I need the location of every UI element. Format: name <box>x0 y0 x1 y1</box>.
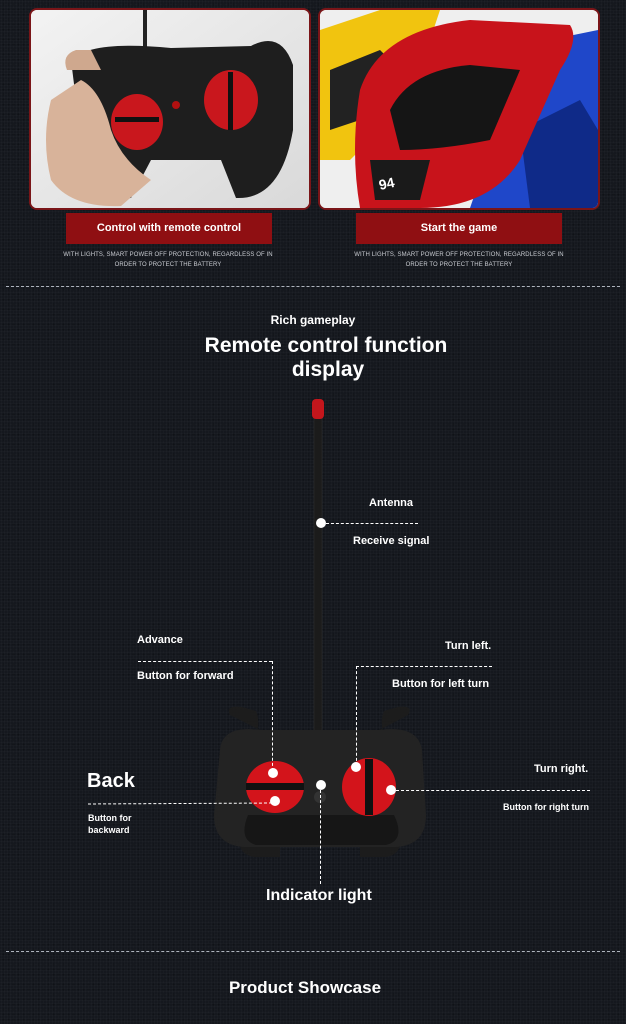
section-kicker: Rich gameplay <box>270 313 356 327</box>
divider-bottom <box>6 951 620 952</box>
left-line-v <box>356 666 357 766</box>
car-number: 94 <box>377 174 396 193</box>
right-line <box>396 790 590 791</box>
forward-line-v <box>272 661 273 771</box>
left-line-h <box>356 666 492 667</box>
advance-label: Advance <box>137 634 183 646</box>
forward-button-label: Button for forward <box>137 670 234 682</box>
antenna-line <box>326 523 418 524</box>
caption-right: WITH LIGHTS, SMART POWER OFF PROTECTION,… <box>354 252 564 268</box>
remote-in-hand-image <box>31 10 309 208</box>
product-showcase-title: Product Showcase <box>228 978 382 997</box>
back-label: Back <box>87 770 135 792</box>
cars-photo: 94 <box>318 8 600 210</box>
backward-button-label-2: backward <box>88 825 130 835</box>
antenna-label: Antenna <box>369 497 413 509</box>
section-title-line2: display <box>291 358 365 381</box>
section-title-line1: Remote control function <box>204 334 448 357</box>
turn-right-label: Turn right. <box>534 763 589 775</box>
backward-button-label-1: Button for <box>88 813 132 823</box>
label-start-game: Start the game <box>356 213 562 244</box>
race-cars-image: 94 <box>320 10 598 208</box>
label-control-remote: Control with remote control <box>66 213 272 244</box>
divider-top <box>6 286 620 287</box>
indicator-light-label: Indicator light <box>266 887 372 904</box>
receive-signal-label: Receive signal <box>353 535 430 547</box>
left-turn-marker <box>351 762 361 772</box>
forward-marker <box>268 768 278 778</box>
indicator-line <box>320 790 321 884</box>
right-turn-marker <box>386 785 396 795</box>
indicator-marker <box>316 780 326 790</box>
backward-marker <box>270 796 280 806</box>
right-turn-button-label: Button for right turn <box>503 802 589 812</box>
forward-line-h <box>138 661 272 662</box>
turn-left-label: Turn left. <box>445 640 492 652</box>
caption-left: WITH LIGHTS, SMART POWER OFF PROTECTION,… <box>63 252 273 268</box>
left-turn-button-label: Button for left turn <box>392 678 490 690</box>
antenna-marker <box>316 518 326 528</box>
remote-photo <box>29 8 311 210</box>
